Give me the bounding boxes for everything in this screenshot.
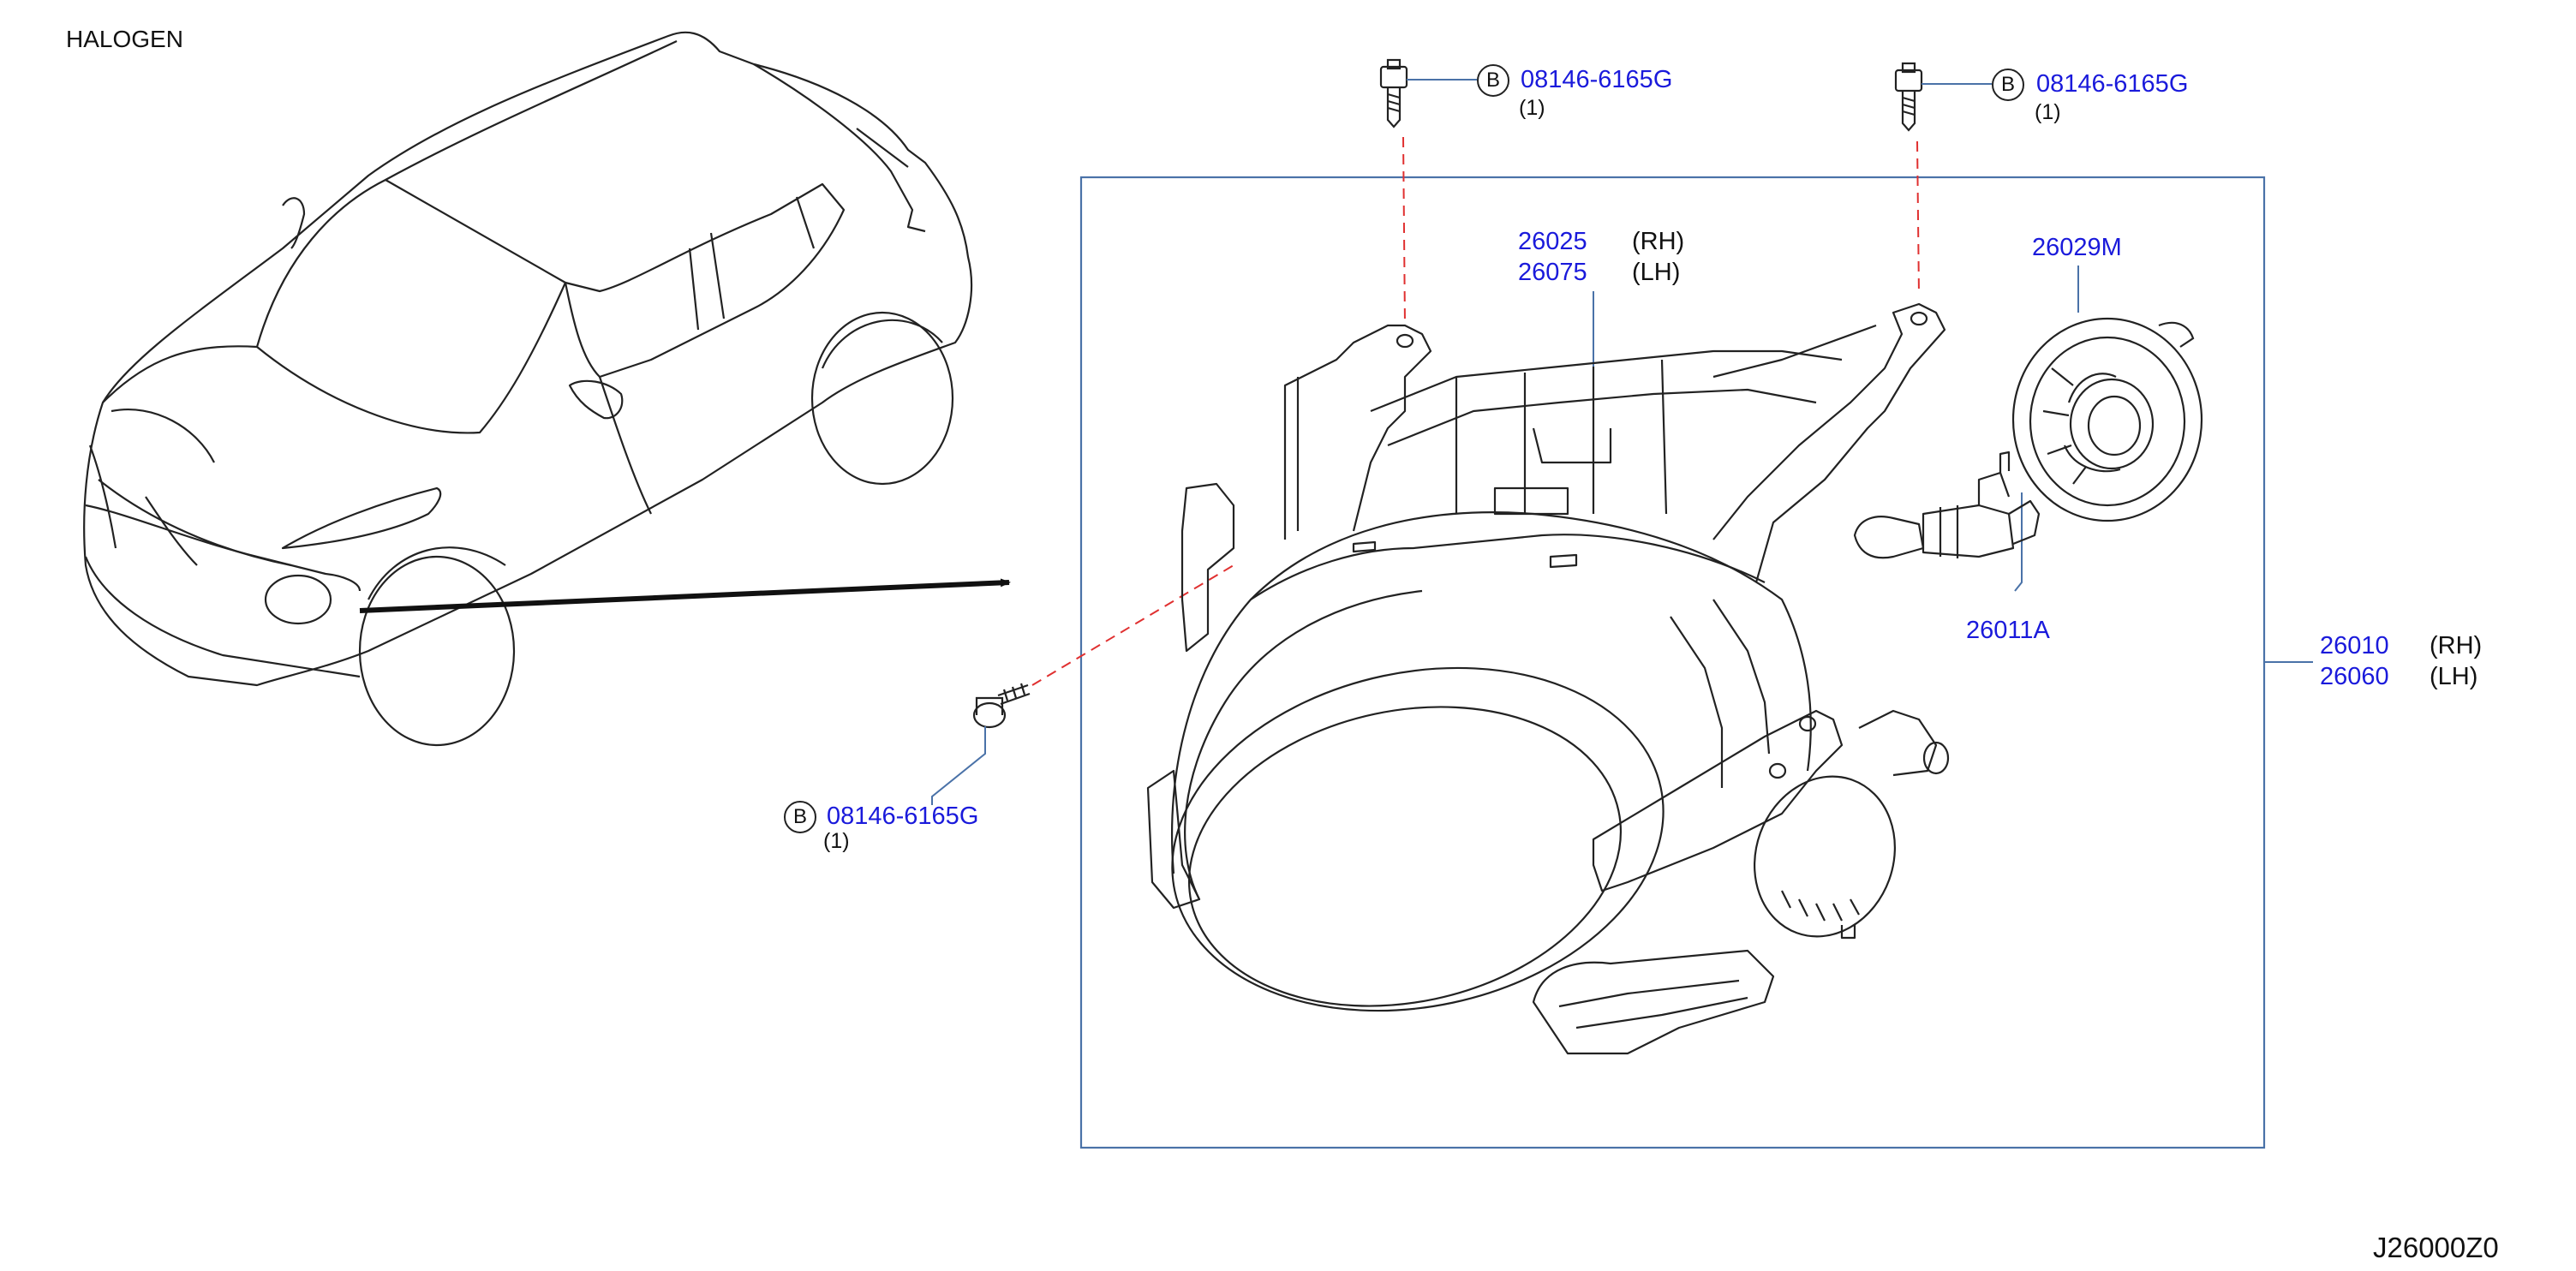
bolt-top-right <box>1894 62 1923 132</box>
callout-symbol: B <box>1477 64 1509 97</box>
cap-part-number[interactable]: 26029M <box>2032 234 2122 261</box>
bolt-left <box>972 683 1031 729</box>
assembly-rh-part-number[interactable]: 26010 <box>2320 632 2389 659</box>
bolt-quantity: (1) <box>823 829 850 853</box>
bulb-illustration <box>1853 451 2041 559</box>
bolt-part-number[interactable]: 08146-6165G <box>2036 70 2189 98</box>
assembly-lh-label: (LH) <box>2430 663 2478 690</box>
headlamp-assembly <box>1146 302 1950 1055</box>
housing-rh-label: (RH) <box>1632 228 1685 255</box>
hidden-lines <box>1031 136 1920 686</box>
diagram-code: J26000Z0 <box>2373 1232 2499 1263</box>
location-arrow <box>359 578 1011 613</box>
assembly-lh-part-number[interactable]: 26060 <box>2320 663 2389 690</box>
callout-symbol: B <box>1992 69 2024 101</box>
variant-label: HALOGEN <box>66 26 183 52</box>
bolt-quantity: (1) <box>1519 96 1545 120</box>
housing-rh-part-number[interactable]: 26025 <box>1518 228 1587 255</box>
housing-lh-label: (LH) <box>1632 259 1681 286</box>
housing-lh-part-number[interactable]: 26075 <box>1518 259 1587 286</box>
cap-illustration <box>2011 317 2203 522</box>
leader-lines <box>931 79 2313 805</box>
bolt-top-left <box>1379 58 1408 128</box>
bolt-quantity: (1) <box>2035 100 2061 124</box>
vehicle-illustration <box>83 31 973 747</box>
callout-symbol: B <box>784 801 816 833</box>
assembly-rh-label: (RH) <box>2430 632 2483 659</box>
bolt-part-number[interactable]: 08146-6165G <box>827 803 979 830</box>
bolt-part-number[interactable]: 08146-6165G <box>1521 66 1673 93</box>
bulb-part-number[interactable]: 26011A <box>1966 617 2050 644</box>
